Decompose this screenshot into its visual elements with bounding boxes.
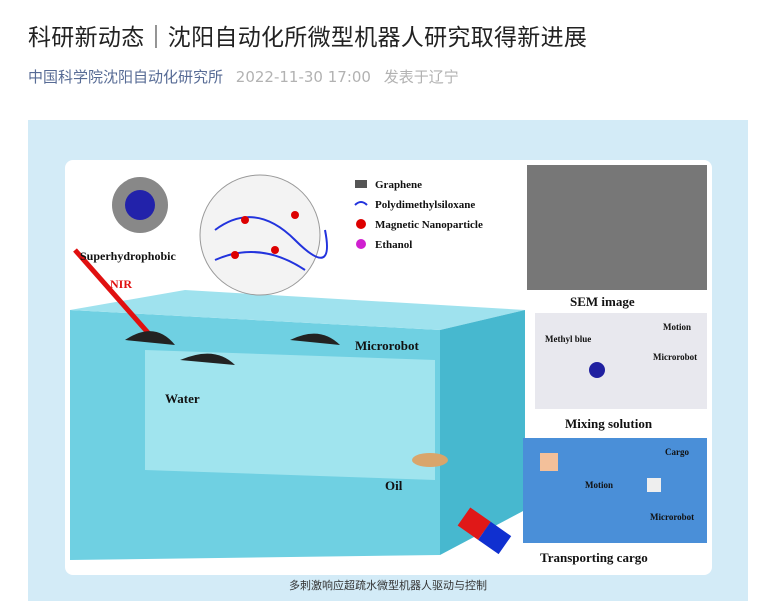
label-sem: SEM image [570, 294, 635, 309]
graphene-structure [199, 174, 321, 296]
svg-text:Microrobot: Microrobot [653, 352, 697, 362]
legend-pdms: Polydimethylsiloxane [375, 199, 475, 211]
label-mixing: Mixing solution [565, 416, 653, 431]
sem-image [527, 165, 707, 290]
publish-location: 发表于辽宁 [383, 68, 459, 86]
label-oil: Oil [385, 478, 403, 493]
figure-image: Graphene Polydimethylsiloxane Magnetic N… [65, 160, 712, 575]
svg-text:Motion: Motion [585, 480, 613, 490]
article-title: 科研新动态｜沈阳自动化所微型机器人研究取得新进展 [28, 25, 588, 51]
source-link[interactable]: 中国科学院沈阳自动化研究所 [28, 68, 224, 86]
label-water: Water [165, 391, 200, 406]
figure-caption: 多刺激响应超疏水微型机器人驱动与控制 [289, 579, 487, 592]
nir-beam [73, 248, 152, 337]
label-microrobot: Microrobot [355, 338, 419, 353]
svg-text:Methyl blue: Methyl blue [545, 334, 591, 344]
figure-panel: Graphene Polydimethylsiloxane Magnetic N… [28, 120, 748, 601]
label-superhydrophobic: Superhydrophobic [80, 249, 176, 263]
svg-text:Motion: Motion [663, 322, 691, 332]
microrobot-shape [125, 331, 175, 345]
label-nir: NIR [110, 277, 132, 291]
oil-drop [412, 453, 448, 467]
article-meta: 中国科学院沈阳自动化研究所 2022-11-30 17:00 发表于辽宁 [28, 66, 459, 87]
legend-ethanol: Ethanol [375, 239, 412, 251]
magnet-icon [457, 507, 512, 555]
label-transporting: Transporting cargo [540, 550, 648, 565]
svg-text:Microrobot: Microrobot [650, 512, 694, 522]
legend-graphene: Graphene [375, 179, 422, 191]
svg-text:Cargo: Cargo [665, 447, 689, 457]
mixing-image [535, 313, 707, 409]
legend-magnetic: Magnetic Nanoparticle [375, 219, 483, 231]
publish-time: 2022-11-30 17:00 [235, 68, 371, 86]
